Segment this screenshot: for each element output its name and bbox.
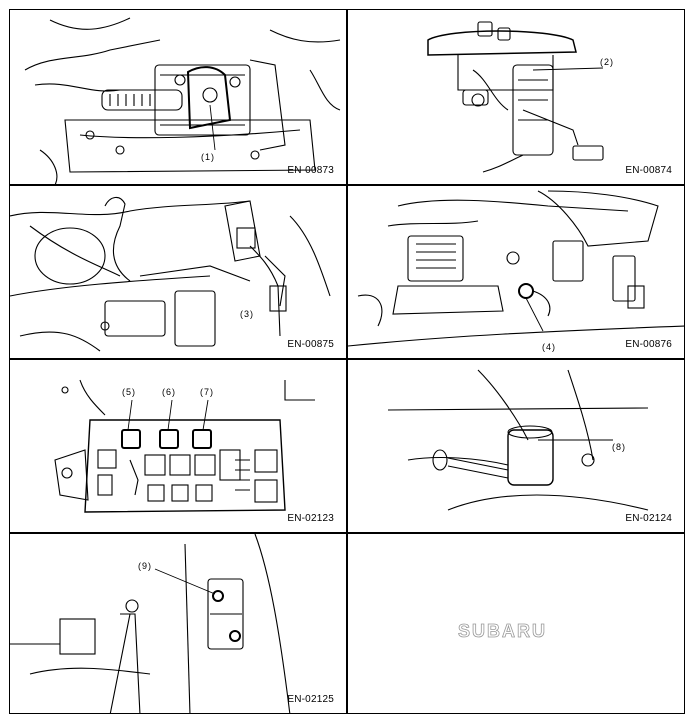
figure-code-en-00873: EN-00873 [287, 165, 334, 176]
figure-code-en-00876: EN-00876 [625, 339, 672, 350]
figure-panel-en-00876: (4) EN-00876 [347, 185, 685, 359]
callout-6: (6) [162, 387, 176, 397]
fuel-pump-illustration [427, 21, 604, 173]
callout-1: (1) [201, 152, 215, 162]
figure-panel-en-02125: (9) EN-02125 [9, 533, 347, 714]
callout-3: (3) [240, 309, 254, 319]
relay-box-illustration [54, 379, 315, 513]
callout-5: (5) [122, 387, 136, 397]
canister-illustration [387, 369, 649, 511]
figure-code-en-00874: EN-00874 [625, 165, 672, 176]
figure-code-en-02124: EN-02124 [625, 513, 672, 524]
figure-panel-en-00873: (1) EN-00873 [9, 9, 347, 185]
connector-illustration-3 [10, 196, 331, 352]
callout-4: (4) [542, 342, 556, 352]
figure-code-en-00875: EN-00875 [287, 339, 334, 350]
figure-sheet: (1) EN-00873 (2) EN-00874 [9, 9, 685, 714]
connector-illustration-4 [348, 190, 684, 347]
figure-panel-en-00875: (3) EN-00875 [9, 185, 347, 359]
subaru-watermark: SUBARU [458, 621, 548, 642]
figure-panel-empty: SUBARU [347, 533, 685, 714]
bolt-bracket-illustration [10, 534, 291, 713]
figure-code-en-02125: EN-02125 [287, 694, 334, 705]
figure-panel-en-02123: (5) (6) (7) EN-02123 [9, 359, 347, 533]
callout-9: (9) [138, 561, 152, 571]
engine-valve-illustration [24, 17, 341, 184]
callout-2: (2) [600, 57, 614, 67]
figure-panel-en-02124: (8) EN-02124 [347, 359, 685, 533]
figure-code-en-02123: EN-02123 [287, 513, 334, 524]
figure-panel-en-00874: (2) EN-00874 [347, 9, 685, 185]
callout-7: (7) [200, 387, 214, 397]
callout-8: (8) [612, 442, 626, 452]
